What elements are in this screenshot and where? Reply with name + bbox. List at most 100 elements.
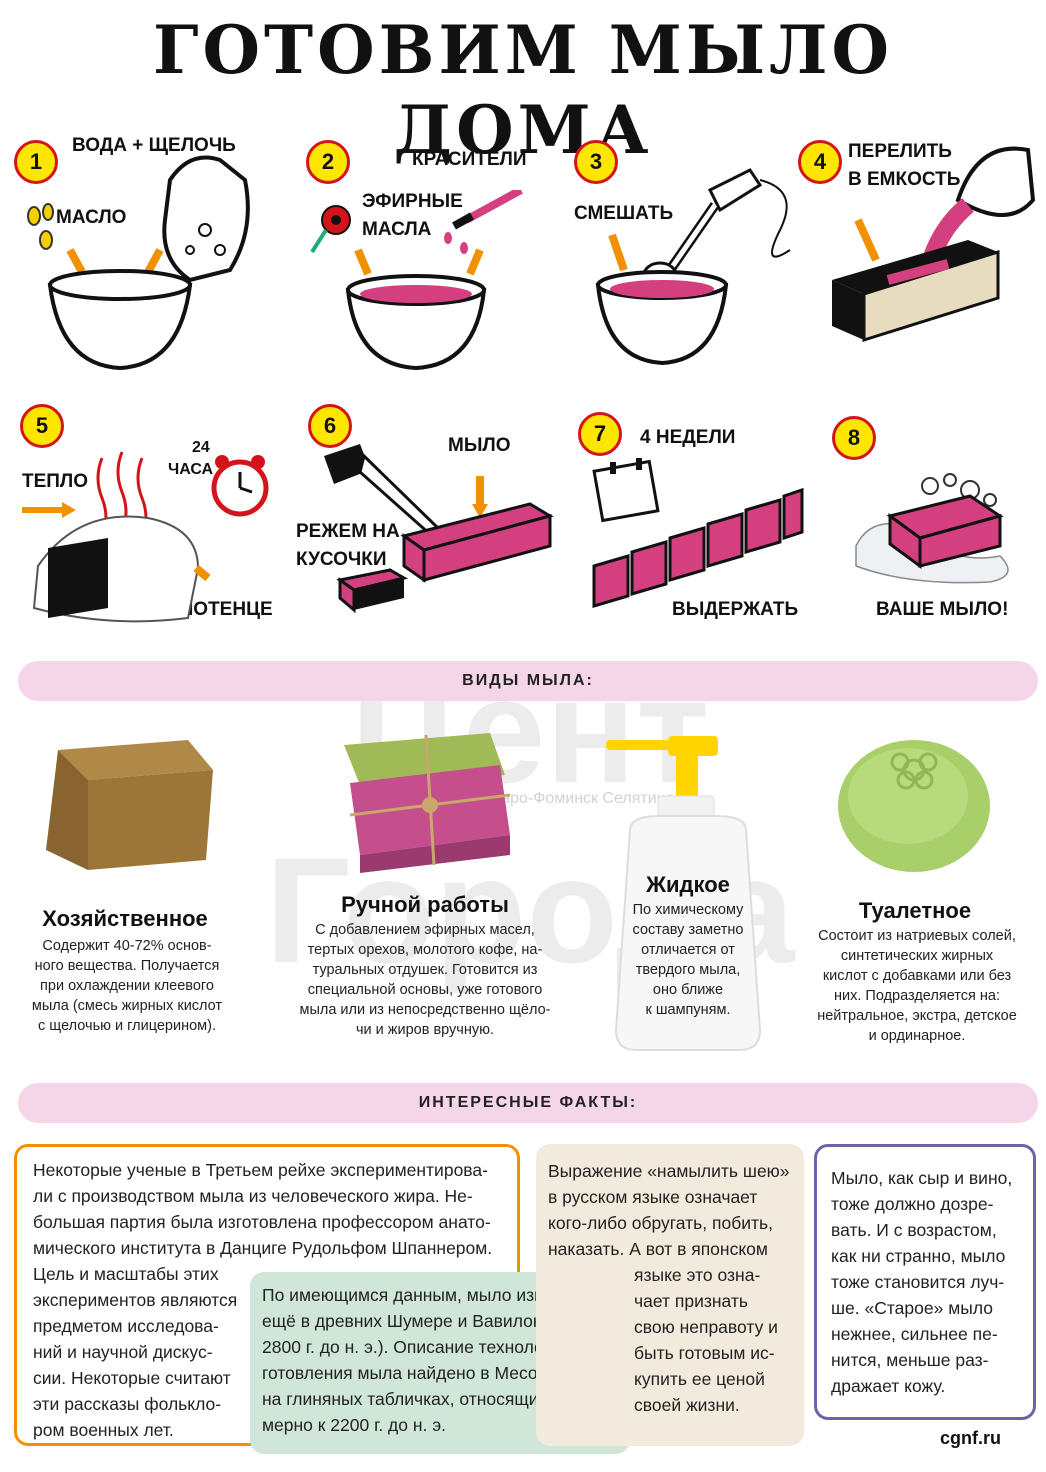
calendar-icon bbox=[592, 458, 660, 523]
step-1-illustration bbox=[27, 155, 250, 370]
step-2-badge: 2 bbox=[306, 140, 350, 184]
step-1-label-oil: МАСЛО bbox=[56, 207, 127, 228]
fact-line: По имеющимся данным, мыло изготовляли bbox=[262, 1285, 616, 1305]
step-2-label-dyes: КРАСИТЕЛИ bbox=[412, 149, 527, 170]
arrow-icon bbox=[193, 564, 211, 582]
fact-line: на глиняных табличках, относящихся при- bbox=[262, 1389, 605, 1409]
oil-drops-icon bbox=[27, 203, 54, 250]
step-5-illustration bbox=[22, 451, 269, 623]
desc-line: с щелочью и глицерином). bbox=[38, 1018, 216, 1034]
household-soap-desc: Содержит 40-72% основ- ного вещества. По… bbox=[18, 936, 236, 1036]
step-6-badge: 6 bbox=[308, 404, 352, 448]
step-5-label-heat: ТЕПЛО bbox=[22, 471, 89, 492]
desc-line: синтетических жирных bbox=[840, 948, 994, 964]
step-2-label-oils: МАСЛА bbox=[362, 219, 432, 240]
fact-line: 2800 г. до н. э.). Описание технологии и… bbox=[262, 1337, 599, 1357]
handmade-soap-title: Ручной работы bbox=[341, 892, 509, 917]
fact-box-idiom: Выражение «намылить шею» в русском языке… bbox=[536, 1144, 804, 1446]
source-link[interactable]: cgnf.ru bbox=[940, 1428, 1001, 1448]
step-4-illustration bbox=[832, 146, 1036, 343]
fact-line: мерно к 2200 г. до н. э. bbox=[262, 1415, 447, 1435]
desc-line: составу заметно bbox=[632, 922, 744, 938]
fact-line: Некоторые ученые в Третьем рейхе экспери… bbox=[33, 1160, 488, 1180]
tilted-bowl-icon bbox=[955, 146, 1036, 217]
toilet-soap-title: Туалетное bbox=[858, 898, 972, 923]
fact-line: чает признать bbox=[634, 1291, 749, 1311]
knife-icon bbox=[324, 444, 443, 538]
fact-line: Цель и масштабы этих bbox=[33, 1264, 219, 1284]
step-4-label-container: В ЕМКОСТЬ bbox=[848, 169, 961, 190]
step-6-label-pieces: КУСОЧКИ bbox=[296, 549, 387, 570]
desc-line: мыла (смесь жирных кислот bbox=[31, 998, 223, 1014]
bowl-icon bbox=[47, 283, 193, 370]
step-8-badge: 8 bbox=[832, 416, 876, 460]
fact-line: тоже становится луч- bbox=[831, 1272, 1005, 1292]
fact-line: ше. «Старое» мыло bbox=[831, 1298, 993, 1318]
fact-line: в русском языке означает bbox=[548, 1187, 758, 1207]
alarm-clock-icon bbox=[211, 455, 269, 517]
fact-box-aging: Мыло, как сыр и вино, тоже должно дозре-… bbox=[814, 1144, 1036, 1420]
step-3-illustration bbox=[595, 168, 791, 366]
fact-line: сии. Некоторые считают bbox=[33, 1368, 231, 1388]
fact-line: свою неправоту и bbox=[634, 1317, 778, 1337]
fact-line: нится, меньше раз- bbox=[831, 1350, 989, 1370]
arrow-icon bbox=[466, 248, 484, 276]
desc-line: Состоит из натриевых солей, bbox=[818, 928, 1016, 944]
step-7-label-weeks: 4 НЕДЕЛИ bbox=[640, 427, 736, 448]
step-7-badge: 7 bbox=[578, 412, 622, 456]
fact-line: вать. И с возрастом, bbox=[831, 1220, 997, 1240]
fact-line: кого-либо обругать, побить, bbox=[548, 1213, 773, 1233]
fact-line: как ни странно, мыло bbox=[831, 1246, 1006, 1266]
step-7-illustration bbox=[592, 458, 804, 609]
desc-line: ного вещества. Получается bbox=[34, 958, 220, 974]
desc-line: кислот с добавками или без bbox=[822, 968, 1012, 984]
desc-line: туральных отдушек. Готовится из bbox=[312, 962, 538, 978]
toilet-soap-image bbox=[838, 740, 990, 872]
desc-line: к шампуням. bbox=[645, 1002, 731, 1018]
step-6-label-soap: МЫЛО bbox=[448, 435, 511, 456]
fact-line: ром военных лет. bbox=[33, 1420, 174, 1440]
fact-line: наказать. А вот в японском bbox=[548, 1239, 768, 1259]
household-soap-title: Хозяйственное bbox=[42, 906, 208, 931]
step-2-illustration bbox=[310, 190, 523, 370]
liquid-soap-title: Жидкое bbox=[646, 872, 730, 897]
soap-bar-icon bbox=[886, 494, 1004, 569]
fact-line: нежнее, сильнее пе- bbox=[831, 1324, 998, 1344]
jug-icon bbox=[162, 155, 250, 283]
brush-icon bbox=[444, 190, 523, 254]
soap-bubbles-icon bbox=[921, 473, 997, 507]
soap-types-header: ВИДЫ МЫЛА: bbox=[18, 661, 1038, 701]
desc-line: нейтральное, экстра, детское bbox=[817, 1008, 1017, 1024]
step-7-label-age: ВЫДЕРЖАТЬ bbox=[672, 599, 799, 620]
blender-icon bbox=[642, 168, 791, 289]
toilet-soap-desc: Состоит из натриевых солей, синтетически… bbox=[796, 926, 1038, 1046]
step-3-badge: 3 bbox=[574, 140, 618, 184]
step-5-label-hours: ЧАСА bbox=[168, 461, 214, 478]
step-2-label-essential: ЭФИРНЫЕ bbox=[362, 191, 463, 212]
mold-box-icon bbox=[832, 240, 1000, 343]
arrow-icon bbox=[144, 248, 164, 274]
desc-line: при охлаждении клеевого bbox=[40, 978, 214, 994]
fact-line: эти рассказы фолькло- bbox=[33, 1394, 222, 1414]
fact-line: предметом исследова- bbox=[33, 1316, 219, 1336]
step-1-label-water-alkali: ВОДА + ЩЕЛОЧЬ bbox=[72, 135, 236, 156]
desc-line: чи и жиров вручную. bbox=[355, 1022, 495, 1038]
step-3-label-mix: СМЕШАТЬ bbox=[574, 203, 674, 224]
fact-line: своей жизни. bbox=[634, 1395, 740, 1415]
step-6-illustration bbox=[324, 444, 554, 614]
bowl-icon bbox=[345, 288, 487, 370]
fact-line: мического института в Данциге Рудольфом … bbox=[33, 1238, 493, 1258]
step-5-badge: 5 bbox=[20, 404, 64, 448]
desc-line: твердого мыла, bbox=[635, 962, 741, 978]
desc-line: них. Подразделяется на: bbox=[834, 988, 1000, 1004]
arrow-icon bbox=[854, 218, 880, 262]
step-4-label-pour: ПЕРЕЛИТЬ bbox=[848, 141, 952, 162]
desc-line: мыла или из непосредственно щёло- bbox=[299, 1002, 551, 1018]
page-title: Готовим мыло дома bbox=[152, 11, 894, 169]
step-5-label-24: 24 bbox=[192, 439, 210, 456]
fact-line: готовления мыла найдено в Месопотамии bbox=[262, 1363, 606, 1383]
arrow-icon bbox=[354, 248, 372, 276]
desc-line: По химическому bbox=[632, 902, 744, 918]
flower-emboss-icon bbox=[890, 752, 938, 790]
step-8-label-your-soap: ВАШЕ МЫЛО! bbox=[876, 599, 1009, 620]
